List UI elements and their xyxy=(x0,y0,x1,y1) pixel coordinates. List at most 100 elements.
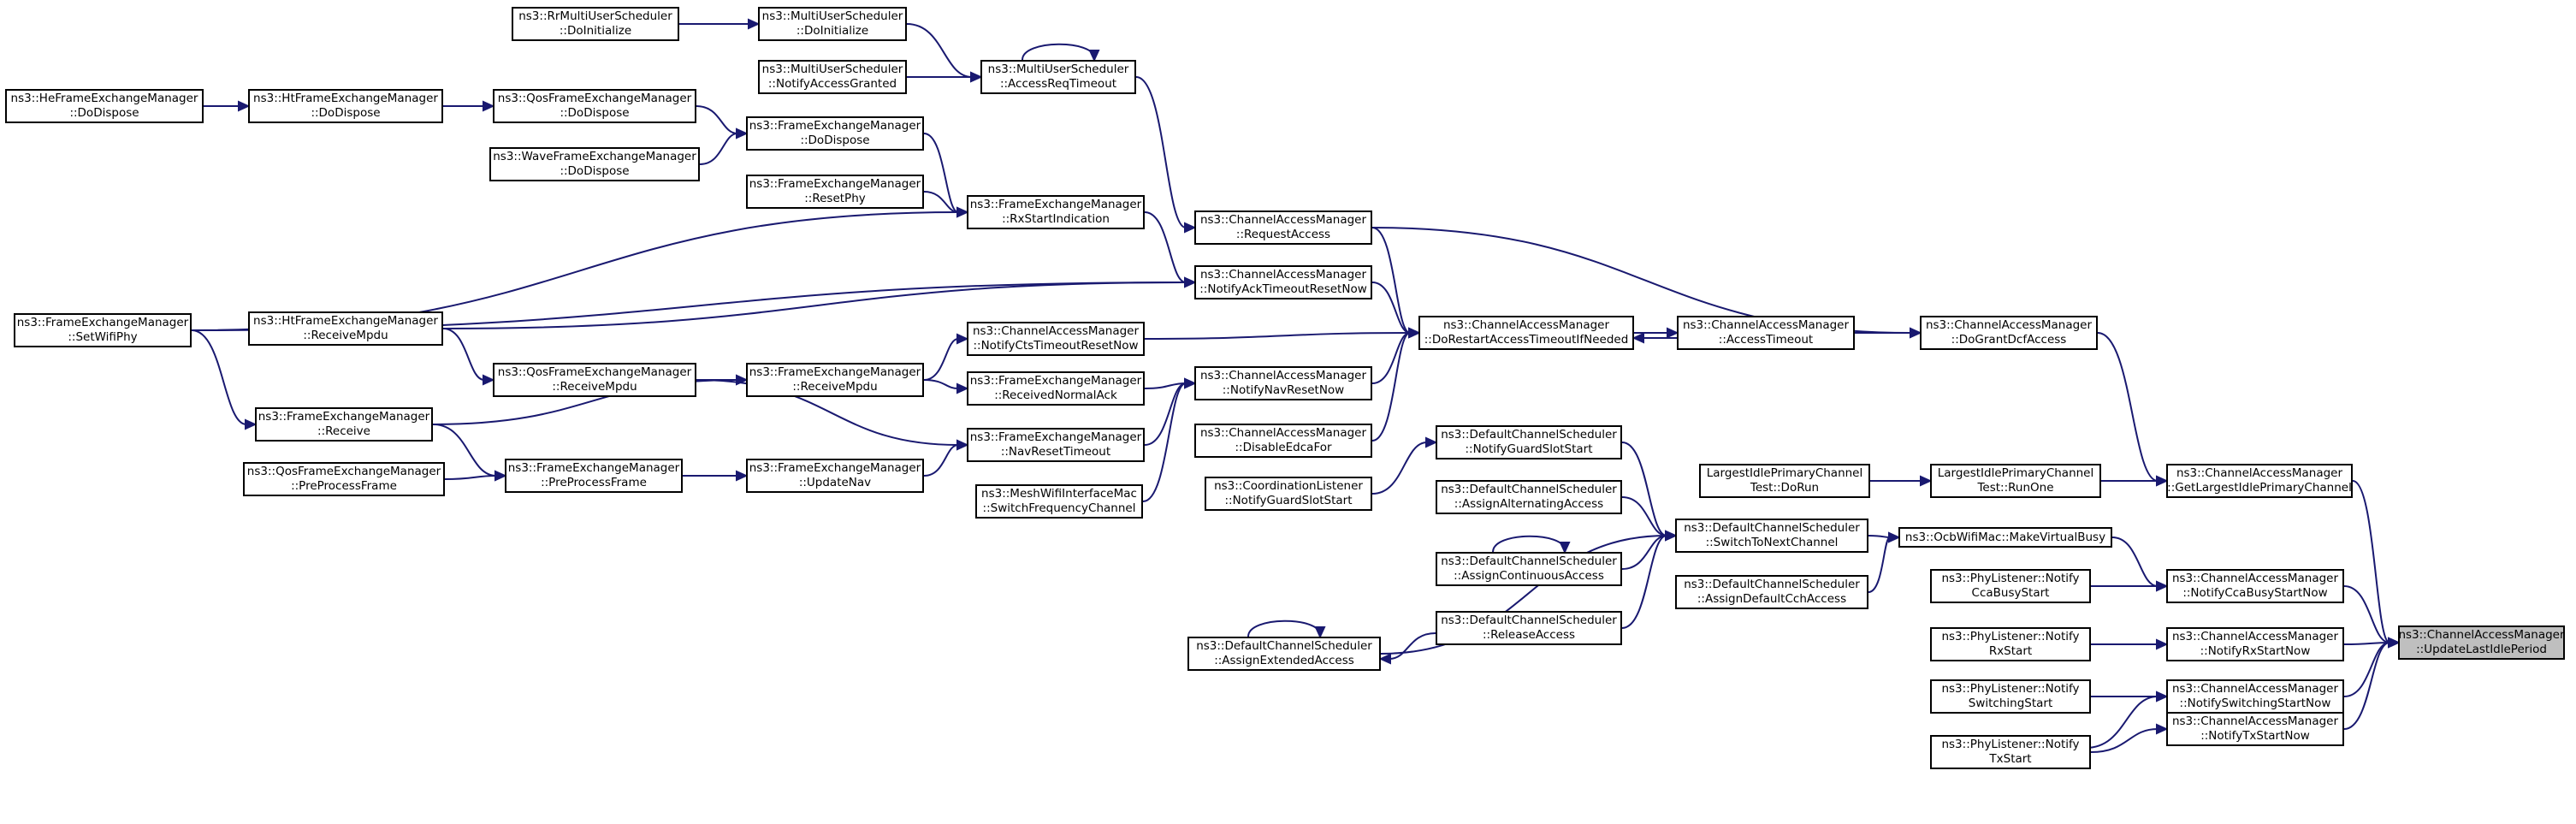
node-label-line: ::AssignExtendedAccess xyxy=(1214,654,1354,667)
node-navReset[interactable]: ns3::FrameExchangeManager::NavResetTimeo… xyxy=(967,428,1145,462)
node-femPreProcess[interactable]: ns3::FrameExchangeManager::PreProcessFra… xyxy=(505,459,683,493)
node-notifyAck[interactable]: ns3::ChannelAccessManager::NotifyAckTime… xyxy=(1194,265,1372,299)
node-label-line: ::UpdateNav xyxy=(798,476,872,489)
node-femSetWifiPhy[interactable]: ns3::FrameExchangeManager::SetWifiPhy xyxy=(14,313,192,347)
node-femReceiveMpdu[interactable]: ns3::FrameExchangeManager::ReceiveMpdu xyxy=(746,363,924,397)
node-label-line: ns3::DefaultChannelScheduler xyxy=(1441,614,1617,627)
node-htReceiveMpdu[interactable]: ns3::HtFrameExchangeManager::ReceiveMpdu xyxy=(248,311,443,346)
node-label-line: ::DoDispose xyxy=(560,164,630,178)
node-label-line: ns3::FrameExchangeManager xyxy=(749,461,921,475)
node-label-line: ns3::OcbWifiMac::MakeVirtualBusy xyxy=(1904,530,2106,544)
node-releaseAccess[interactable]: ns3::DefaultChannelScheduler::ReleaseAcc… xyxy=(1436,611,1622,645)
node-label-line: ns3::QosFrameExchangeManager xyxy=(246,465,441,478)
node-assignExt[interactable]: ns3::DefaultChannelScheduler::AssignExte… xyxy=(1187,637,1381,671)
edge-arrowhead xyxy=(1314,626,1326,639)
node-waveDoDispose[interactable]: ns3::WaveFrameExchangeManager::DoDispose xyxy=(489,147,700,181)
edge-arrowhead xyxy=(1910,327,1922,339)
node-femUpdateNav[interactable]: ns3::FrameExchangeManager::UpdateNav xyxy=(746,459,924,493)
node-label-line: ::NotifyAccessGranted xyxy=(767,77,897,91)
node-notifyTx[interactable]: ns3::ChannelAccessManager::NotifyTxStart… xyxy=(2166,712,2344,746)
node-label-line: ns3::PhyListener::Notify xyxy=(1941,682,2080,696)
node-notifyCca[interactable]: ns3::ChannelAccessManager::NotifyCcaBusy… xyxy=(2166,569,2344,603)
node-label-line: ::AssignAlternatingAccess xyxy=(1454,497,1604,511)
edge-arrowhead xyxy=(483,100,495,112)
node-notifySwitching[interactable]: ns3::ChannelAccessManager::NotifySwitchi… xyxy=(2166,679,2344,714)
node-notifyCts[interactable]: ns3::ChannelAccessManager::NotifyCtsTime… xyxy=(967,322,1145,356)
edge-femReceiveMpdu-to-notifyCts xyxy=(923,338,959,381)
edge-arrowhead xyxy=(2156,475,2169,487)
node-label-line: ::AssignContinuousAccess xyxy=(1454,569,1604,583)
node-switchToNext[interactable]: ns3::DefaultChannelScheduler::SwitchToNe… xyxy=(1675,519,1868,553)
edge-arrowhead xyxy=(1184,222,1197,234)
node-label-line: ns3::FrameExchangeManager xyxy=(969,198,1142,211)
node-qosReceiveMpdu[interactable]: ns3::QosFrameExchangeManager::ReceiveMpd… xyxy=(493,363,696,397)
node-label-line: ::GetLargestIdlePrimaryChannel xyxy=(2167,481,2352,495)
edge-navReset-to-notifyNav xyxy=(1144,382,1187,446)
node-assignDefault[interactable]: ns3::DefaultChannelScheduler::AssignDefa… xyxy=(1675,575,1868,609)
node-receivedNormalAck[interactable]: ns3::FrameExchangeManager::ReceivedNorma… xyxy=(967,371,1145,406)
edge-assignExt-to-switchToNext xyxy=(1380,535,1667,655)
edge-assignAlt-to-switchToNext xyxy=(1621,496,1667,536)
node-muDoInit[interactable]: ns3::MultiUserScheduler::DoInitialize xyxy=(758,7,907,41)
edge-meshSwitch-to-notifyNav xyxy=(1142,382,1187,502)
edge-releaseAccess-to-assignExt xyxy=(1389,632,1436,660)
node-assignCont[interactable]: ns3::DefaultChannelScheduler::AssignCont… xyxy=(1436,552,1622,586)
node-label-line: ::DisableEdcaFor xyxy=(1235,441,1332,454)
node-qosDoDispose[interactable]: ns3::QosFrameExchangeManager::DoDispose xyxy=(493,89,696,123)
node-femDoDispose[interactable]: ns3::FrameExchangeManager::DoDispose xyxy=(746,116,924,151)
node-label-line: Test::DoRun xyxy=(1750,481,1820,495)
node-label-line: ns3::DefaultChannelScheduler xyxy=(1441,554,1617,568)
node-qosPreProcess[interactable]: ns3::QosFrameExchangeManager::PreProcess… xyxy=(243,462,445,496)
edge-arrowhead xyxy=(736,374,749,386)
node-label-line: ::NotifySwitchingStartNow xyxy=(2179,697,2331,710)
node-label-line: ns3::FrameExchangeManager xyxy=(749,177,921,191)
node-meshSwitch[interactable]: ns3::MeshWifiInterfaceMac::SwitchFrequen… xyxy=(975,484,1143,519)
node-accessTimeout[interactable]: ns3::ChannelAccessManager::AccessTimeout xyxy=(1677,316,1855,350)
node-notifyNav[interactable]: ns3::ChannelAccessManager::NotifyNavRese… xyxy=(1194,366,1372,400)
node-assignAlt[interactable]: ns3::DefaultChannelScheduler::AssignAlte… xyxy=(1436,480,1622,514)
node-label-line: ::NavResetTimeout xyxy=(1000,445,1111,459)
node-accessReq[interactable]: ns3::MultiUserScheduler::AccessReqTimeou… xyxy=(980,60,1136,94)
node-requestAccess[interactable]: ns3::ChannelAccessManager::RequestAccess xyxy=(1194,210,1372,245)
node-heDoDispose[interactable]: ns3::HeFrameExchangeManager::DoDispose xyxy=(5,89,204,123)
node-disableEdca[interactable]: ns3::ChannelAccessManager::DisableEdcaFo… xyxy=(1194,424,1372,458)
node-getLargest[interactable]: ns3::ChannelAccessManager::GetLargestIdl… xyxy=(2166,464,2353,498)
node-doRestart[interactable]: ns3::ChannelAccessManager::DoRestartAcce… xyxy=(1418,316,1634,350)
node-rrDoInit[interactable]: ns3::RrMultiUserScheduler::DoInitialize xyxy=(512,7,679,41)
node-muNotify[interactable]: ns3::MultiUserScheduler::NotifyAccessGra… xyxy=(758,60,907,94)
node-doGrant[interactable]: ns3::ChannelAccessManager::DoGrantDcfAcc… xyxy=(1920,316,2098,350)
edge-notifyNav-to-doRestart xyxy=(1371,332,1411,384)
node-label-line: ::NotifyNavResetNow xyxy=(1222,383,1345,397)
edge-arrowhead xyxy=(970,71,983,83)
node-notifyGuard[interactable]: ns3::DefaultChannelScheduler::NotifyGuar… xyxy=(1436,425,1622,459)
node-label-line: ns3::MeshWifiInterfaceMac xyxy=(981,487,1137,501)
edge-coordGuard-to-notifyGuard xyxy=(1371,442,1428,495)
node-femResetPhy[interactable]: ns3::FrameExchangeManager::ResetPhy xyxy=(746,175,924,209)
node-femReceive[interactable]: ns3::FrameExchangeManager::Receive xyxy=(255,407,433,442)
edge-switchToNext-to-makeBusy xyxy=(1868,535,1891,538)
edge-arrowhead xyxy=(956,206,969,218)
edge-femReceive-to-femPreProcess xyxy=(432,424,497,477)
node-makeBusy[interactable]: ns3::OcbWifiMac::MakeVirtualBusy xyxy=(1898,527,2112,548)
node-label-line: ::PreProcessFrame xyxy=(541,476,647,489)
edge-arrowhead xyxy=(494,470,507,482)
node-notifyRx[interactable]: ns3::ChannelAccessManager::NotifyRxStart… xyxy=(2166,627,2344,661)
node-label-line: ::AccessReqTimeout xyxy=(999,77,1117,91)
edge-femResetPhy-to-rxStartInd xyxy=(923,191,959,213)
node-htDoDispose[interactable]: ns3::HtFrameExchangeManager::DoDispose xyxy=(248,89,443,123)
node-rxStartInd[interactable]: ns3::FrameExchangeManager::RxStartIndica… xyxy=(967,195,1145,229)
node-label-line: CcaBusyStart xyxy=(1971,586,2050,600)
edge-htReceiveMpdu-to-qosReceiveMpdu xyxy=(442,328,485,381)
edge-arrowhead xyxy=(245,418,258,430)
edge-arrowhead xyxy=(956,382,969,394)
edge-notifyCts-to-doRestart xyxy=(1144,332,1411,340)
node-coordGuard[interactable]: ns3::CoordinationListener::NotifyGuardSl… xyxy=(1205,477,1372,511)
node-label-line: ::PreProcessFrame xyxy=(291,479,397,493)
